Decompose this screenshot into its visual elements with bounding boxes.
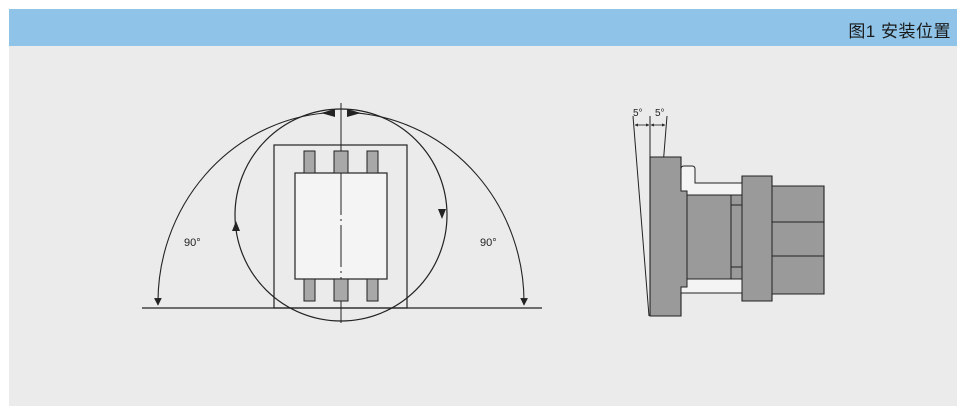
top-pin-1 xyxy=(303,150,316,174)
tilt-label-right: 5° xyxy=(655,108,665,119)
installation-position-figure: 90° 90° 5° 5° xyxy=(142,103,825,323)
tilt-line-left xyxy=(632,115,650,317)
circle-arrow-right xyxy=(438,209,446,219)
top-pin-3 xyxy=(366,150,379,174)
bottom-pin-2 xyxy=(333,278,349,302)
rotation-circle xyxy=(234,108,448,322)
orientation-diagram: 90° 90° xyxy=(142,103,542,323)
bottom-pin-1 xyxy=(303,278,316,302)
device-outline xyxy=(273,144,408,309)
top-arrow-left xyxy=(321,109,335,117)
bottom-pin-3 xyxy=(366,278,379,302)
tilt-diagram: 5° 5° xyxy=(632,108,825,317)
circle-arrow-left xyxy=(232,221,240,231)
caption-bar: 图1 安装位置 xyxy=(9,9,957,46)
angle-label-right: 90° xyxy=(480,237,497,249)
top-arrow-right xyxy=(347,109,361,117)
left-rotation-arc xyxy=(154,112,326,306)
figure-caption: 图1 安装位置 xyxy=(848,22,951,41)
figure-panel: 图1 安装位置 xyxy=(9,9,957,406)
lower-gap xyxy=(680,278,743,294)
right-rotation-arc xyxy=(356,112,528,306)
top-pin-2 xyxy=(333,150,349,174)
tilt-label-left: 5° xyxy=(633,108,643,119)
connector-gap xyxy=(680,165,743,196)
angle-label-left: 90° xyxy=(184,237,201,249)
